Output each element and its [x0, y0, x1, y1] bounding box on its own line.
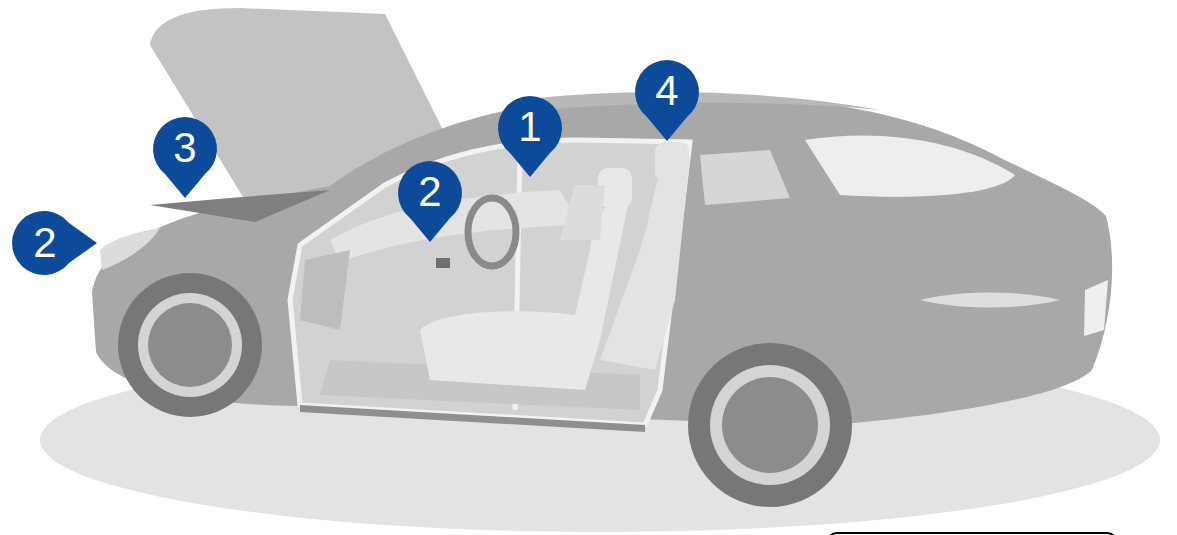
- rear-rim: [710, 365, 830, 485]
- pin-marker: [635, 60, 699, 141]
- far-seat: [560, 185, 605, 240]
- front-rim: [138, 293, 242, 397]
- callout-pin: 3: [151, 114, 219, 182]
- pin-marker: [398, 161, 462, 242]
- car-body: [92, 93, 1112, 426]
- callout-number: 3: [173, 127, 196, 169]
- callout-pin: 1: [496, 93, 564, 161]
- rear-headrest: [655, 142, 689, 182]
- pin-marker: [12, 211, 97, 275]
- ignition: [436, 258, 450, 268]
- rear-hub: [722, 377, 818, 473]
- callout-pin: 2: [396, 158, 464, 226]
- front-tyre: [118, 273, 262, 417]
- frame-box: [827, 533, 1117, 535]
- sill: [300, 405, 645, 432]
- pin-marker: [498, 96, 562, 177]
- callout-number: 2: [418, 171, 441, 213]
- callout-number: 1: [518, 106, 541, 148]
- roof-highlight: [520, 92, 880, 112]
- side-window: [700, 150, 790, 205]
- steering-wheel: [468, 198, 516, 266]
- door-panel: [300, 250, 350, 330]
- rear-seat: [600, 158, 690, 370]
- callout-number: 4: [655, 70, 678, 112]
- headlight: [100, 228, 160, 270]
- door-opening: [290, 140, 690, 425]
- engine-bay: [150, 190, 330, 222]
- callout-pin: 2: [11, 209, 79, 277]
- callout-pin: 4: [633, 57, 701, 125]
- rear-window: [805, 135, 1015, 196]
- rear-tyre: [688, 343, 852, 507]
- pin-marker: [153, 117, 217, 198]
- front-hub: [148, 303, 232, 387]
- body-crease: [920, 293, 1060, 308]
- callout-number: 2: [33, 222, 56, 264]
- tail-light: [1084, 280, 1108, 336]
